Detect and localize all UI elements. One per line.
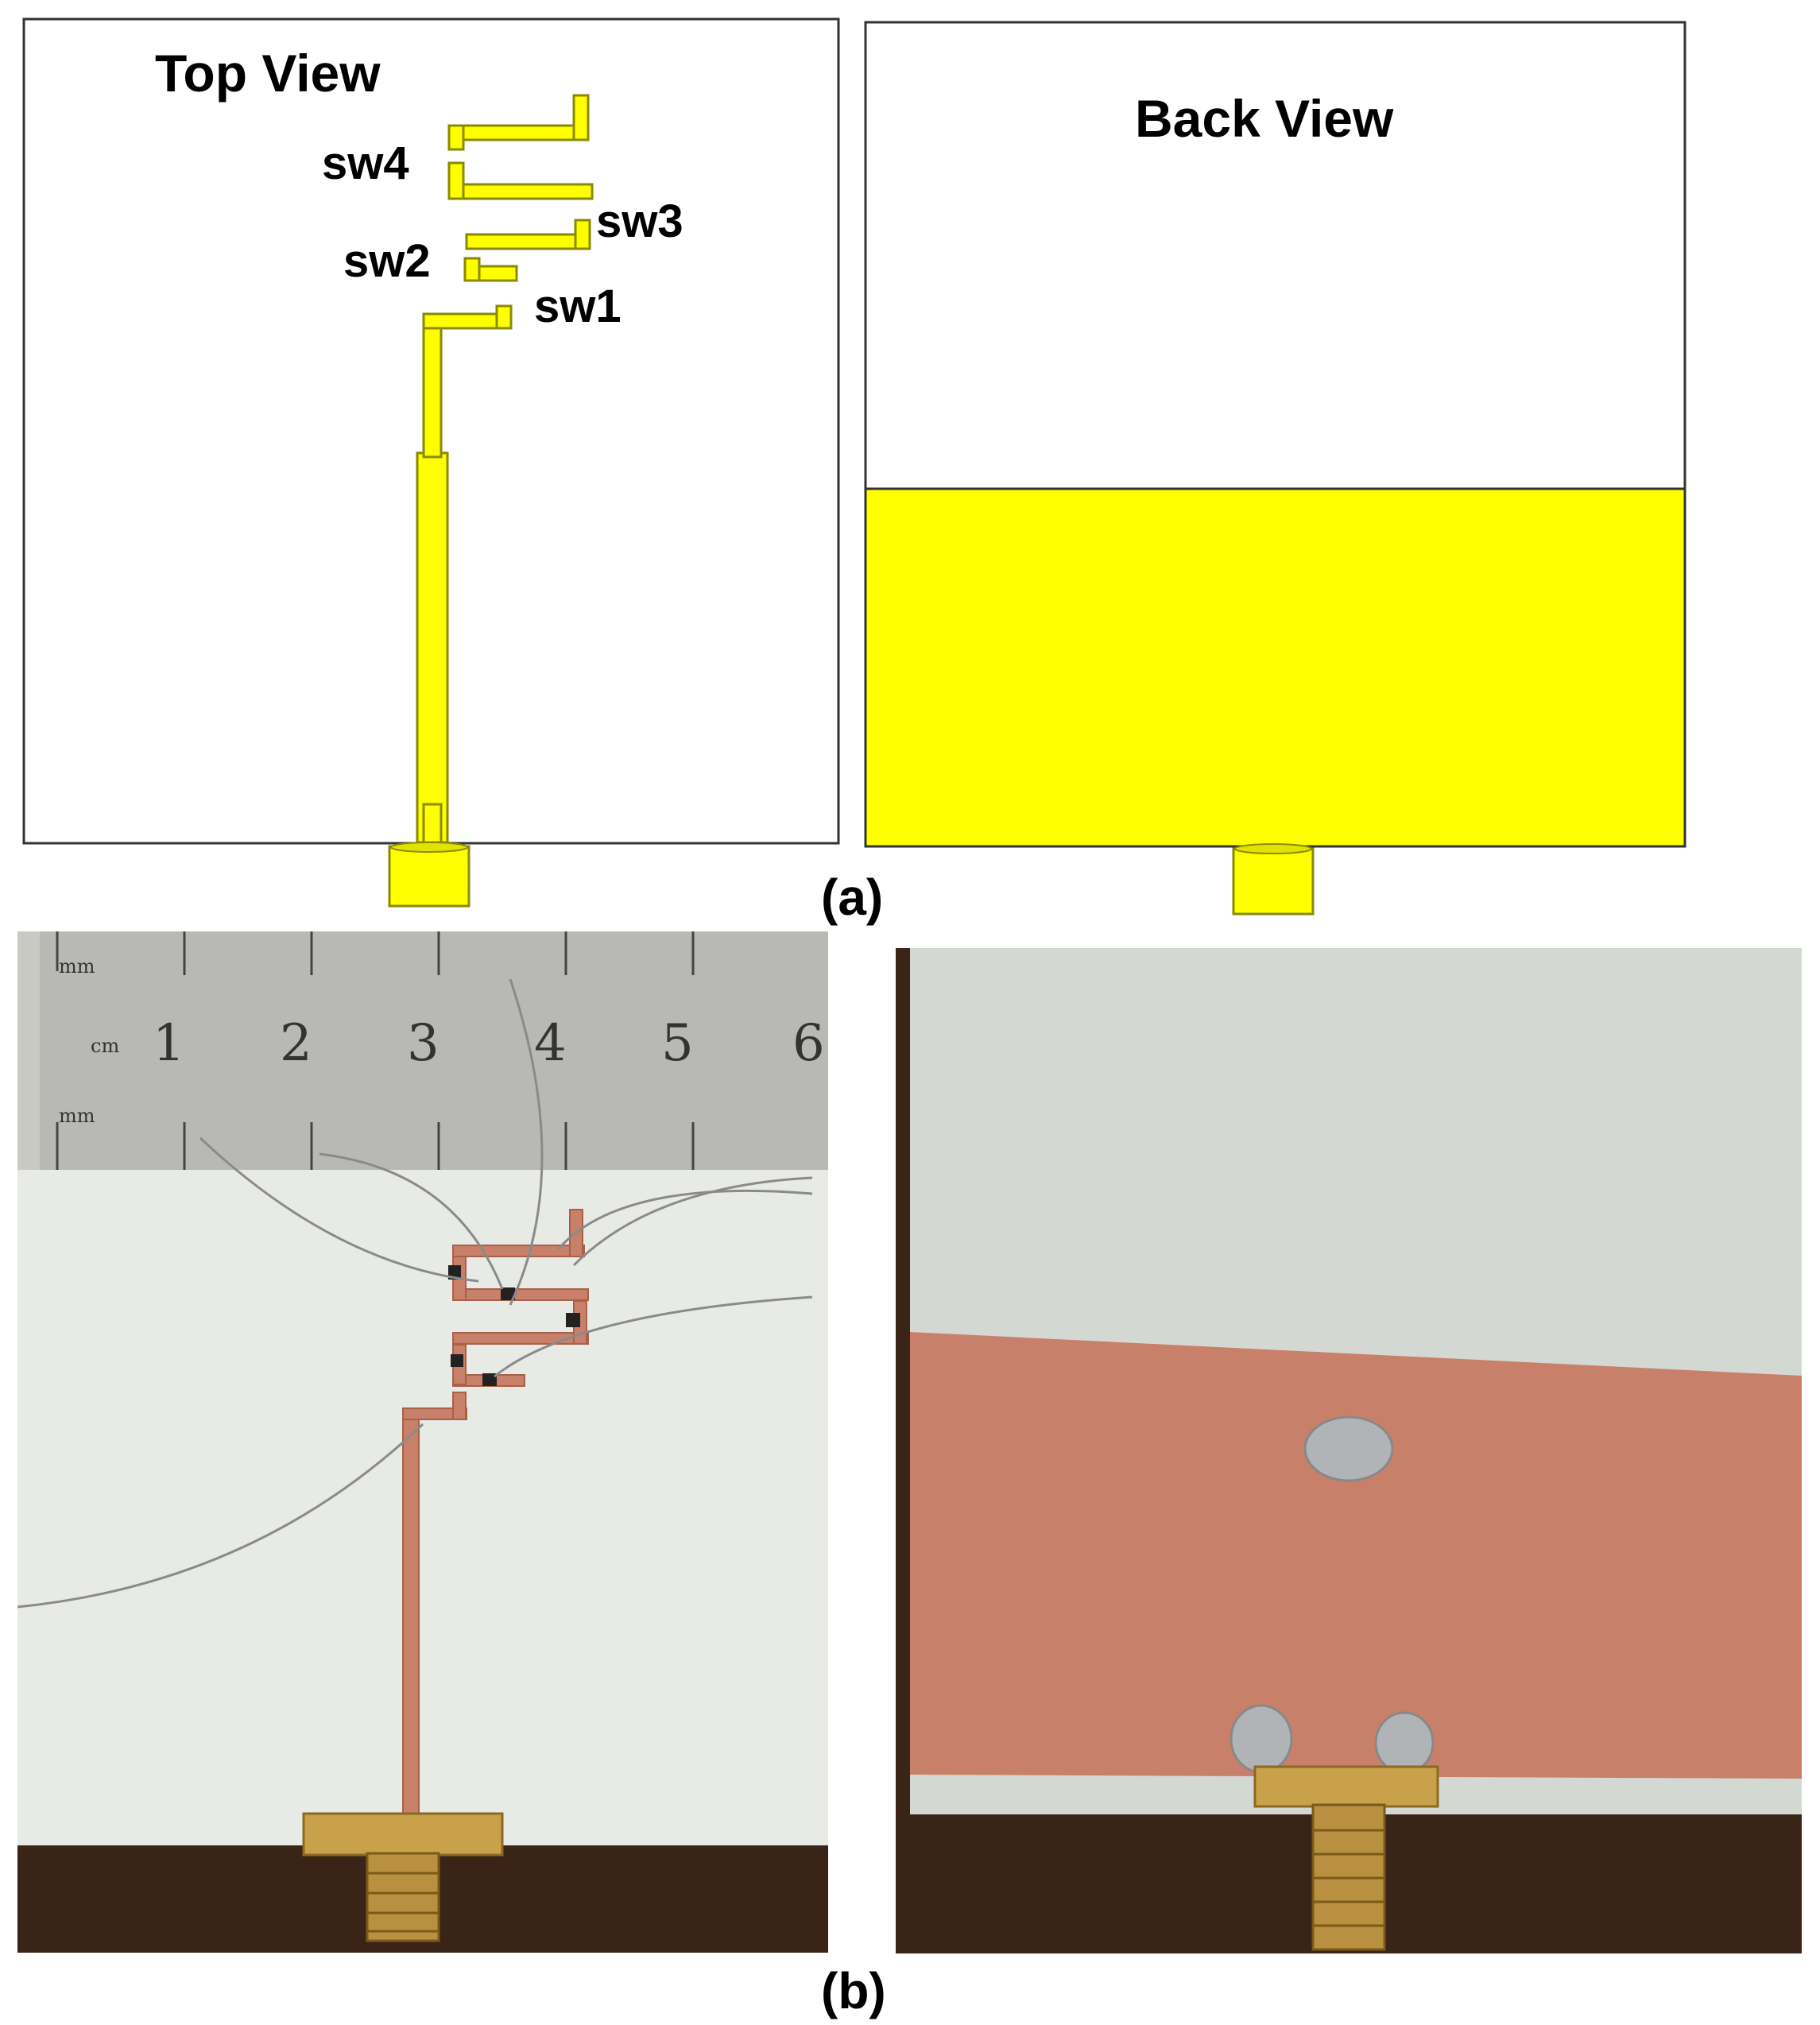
switch-label-sw1: sw1 [534, 281, 622, 332]
ruler-number-4: 4 [534, 1014, 567, 1073]
photo-top-illustration: mm cm mm 1 2 3 4 5 6 [17, 931, 828, 1953]
photo-substrate [17, 1170, 828, 1845]
photo-back-illustration [896, 948, 1802, 1953]
ruler-unit-cm: cm [91, 1035, 119, 1057]
photo-back-side [896, 948, 1802, 1953]
photo-top-side: mm cm mm 1 2 3 4 5 6 [17, 931, 828, 1953]
top-view-label: Top View [155, 44, 381, 103]
photo-bias-wires [17, 978, 813, 1609]
back-view-label: Back View [1135, 89, 1394, 148]
photo-solder-joints [1229, 1415, 1435, 1775]
ruler-number-1: 1 [153, 1014, 185, 1073]
back-connector [1232, 843, 1315, 916]
caption-a: (a) [821, 869, 884, 926]
ruler: mm cm mm 1 2 3 4 5 6 [40, 931, 828, 1170]
meander-antenna [447, 94, 594, 282]
top-view-diagram: Top View sw [22, 17, 840, 908]
segment-sw2 [465, 233, 591, 250]
back-view-diagram: Back View [864, 21, 1686, 916]
ruler-unit-mm-bottom: mm [59, 1105, 95, 1127]
ruler-unit-mm-top: mm [59, 955, 95, 978]
ruler-number-6: 6 [792, 1014, 825, 1073]
photo-sma-connector [302, 1812, 504, 1942]
ruler-number-5: 5 [661, 1014, 694, 1073]
switch-label-sw4: sw4 [322, 137, 409, 189]
segment-sw4 [447, 124, 590, 141]
ruler-number-2: 2 [280, 1014, 312, 1073]
top-view-panel: Top View sw [0, 0, 874, 922]
photo-ground-copper [910, 1332, 1802, 1779]
photo-meander-traces [402, 1209, 589, 1814]
ruler-number-3: 3 [407, 1014, 440, 1073]
photo-back-sma-connector [1253, 1765, 1439, 1951]
top-connector [388, 842, 470, 908]
top-view-feedline [416, 304, 513, 844]
segment-sw3 [447, 183, 594, 200]
ground-plane [864, 487, 1686, 848]
back-view-panel: Back View [858, 0, 1820, 922]
switch-label-sw2: sw2 [343, 235, 431, 287]
switch-label-sw3: sw3 [596, 196, 683, 247]
photo-switch-diodes [448, 1265, 580, 1386]
caption-b: (b) [821, 1962, 886, 2019]
